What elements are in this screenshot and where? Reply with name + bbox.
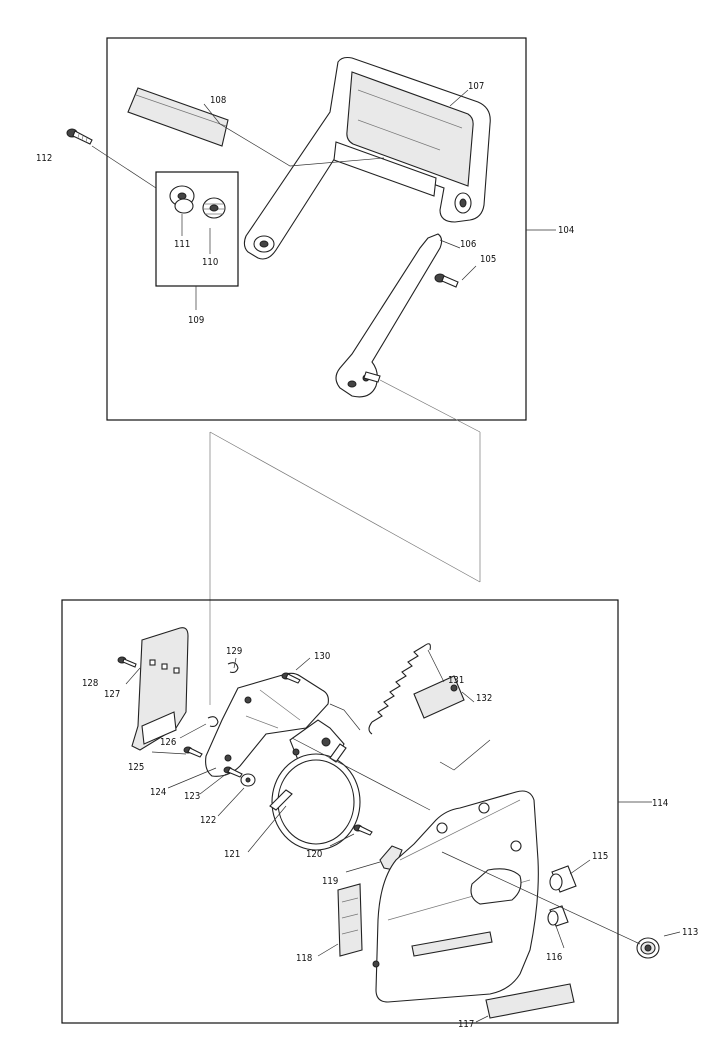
label-117-part bbox=[485, 983, 575, 1019]
screw-120-part bbox=[353, 824, 373, 836]
label-132: 132 bbox=[476, 693, 492, 704]
label-116: 116 bbox=[546, 952, 562, 963]
label-107: 107 bbox=[468, 81, 484, 92]
label-120: 120 bbox=[306, 849, 322, 860]
link-bar-part bbox=[335, 233, 443, 398]
stud-116-part bbox=[547, 905, 569, 927]
label-128: 128 bbox=[82, 678, 98, 689]
label-118: 118 bbox=[296, 953, 312, 964]
guard-strip-part bbox=[127, 87, 229, 147]
lower-assembly-frame bbox=[61, 599, 619, 1024]
brake-band-part bbox=[269, 743, 361, 851]
label-112: 112 bbox=[36, 153, 52, 164]
connection-lines bbox=[209, 379, 481, 705]
label-113: 113 bbox=[682, 927, 698, 938]
brake-bracket-part bbox=[205, 672, 329, 777]
label-122: 122 bbox=[200, 815, 216, 826]
screw-128-part bbox=[117, 656, 137, 668]
upper-leader-lines bbox=[91, 89, 556, 310]
label-108: 108 bbox=[210, 95, 226, 106]
upper-assembly-frame bbox=[106, 37, 527, 421]
label-117: 117 bbox=[458, 1019, 474, 1030]
screw-112-part bbox=[66, 128, 93, 145]
stud-115-part bbox=[549, 865, 577, 893]
sprocket-cover-part bbox=[372, 790, 539, 1003]
front-hand-guard-part bbox=[243, 56, 491, 260]
label-127: 127 bbox=[104, 689, 120, 700]
label-121: 121 bbox=[224, 849, 240, 860]
chain-catcher-plate-part bbox=[131, 627, 189, 751]
screw-125-part bbox=[183, 746, 203, 758]
spring-part bbox=[368, 643, 431, 735]
label-104: 104 bbox=[558, 225, 574, 236]
clip-126-part bbox=[207, 716, 219, 728]
screw-123-part bbox=[223, 766, 243, 778]
clip-129-part bbox=[227, 662, 239, 674]
label-119: 119 bbox=[322, 876, 338, 887]
label-129: 129 bbox=[226, 646, 242, 657]
label-124: 124 bbox=[150, 787, 166, 798]
label-105: 105 bbox=[480, 254, 496, 265]
label-123: 123 bbox=[184, 791, 200, 802]
screw-105-part bbox=[434, 273, 459, 288]
label-110: 110 bbox=[202, 257, 218, 268]
label-114: 114 bbox=[652, 798, 668, 809]
label-125: 125 bbox=[128, 762, 144, 773]
label-106: 106 bbox=[460, 239, 476, 250]
label-111: 111 bbox=[174, 239, 190, 250]
washer-part bbox=[240, 773, 256, 787]
bushing-part bbox=[169, 185, 195, 214]
label-131: 131 bbox=[448, 675, 464, 686]
plate-118-part bbox=[337, 883, 363, 957]
label-130: 130 bbox=[314, 651, 330, 662]
label-115: 115 bbox=[592, 851, 608, 862]
label-126: 126 bbox=[160, 737, 176, 748]
lower-leader-lines bbox=[125, 649, 681, 1023]
screw-130-part bbox=[281, 672, 301, 684]
nut-113-part bbox=[636, 937, 660, 959]
nut-kit-box bbox=[155, 171, 239, 287]
label-109: 109 bbox=[188, 315, 204, 326]
cover-plate-132-part bbox=[413, 675, 465, 719]
threaded-nut-part bbox=[202, 197, 226, 219]
